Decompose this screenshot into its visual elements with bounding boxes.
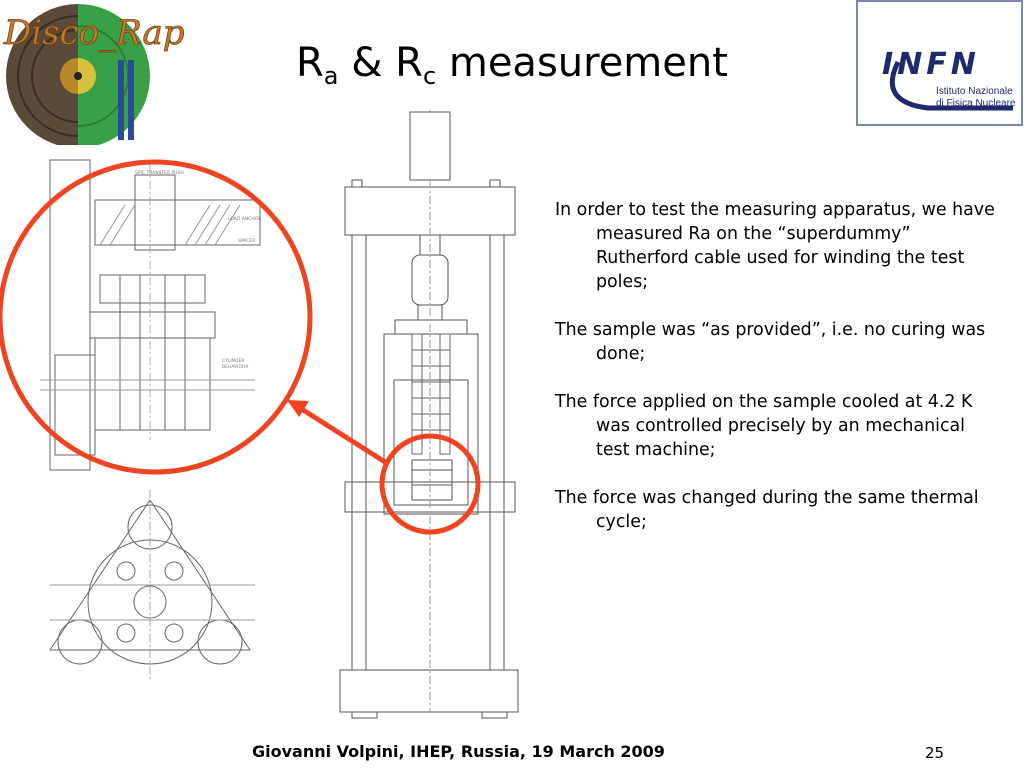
disco-rap-text: Disco_Rap [3,13,185,53]
machine-base [339,669,519,713]
label-top: SPIC TRANSFER PUSH [135,170,184,176]
footer-author: Giovanni Volpini, IHEP, Russia, 19 March… [252,742,665,761]
zoom-circle-large [0,159,313,475]
label-insert: LOAD ANCHOR [228,216,261,222]
paragraph-1: In order to test the measuring apparatus… [555,200,995,292]
right-column [489,234,505,671]
plan-view [49,490,255,680]
left-column [351,234,367,671]
infn-line1: Istituto Nazionale [936,86,1013,97]
infn-logo: INFN Istituto Nazionale di Fisica Nuclea… [856,0,1023,126]
paragraph-4: The force was changed during the same th… [555,488,979,532]
top-piston [409,111,451,181]
arrow-head [287,400,309,417]
zoom-arrow [298,405,387,465]
infn-name: INFN [882,47,980,82]
paragraph-2: The sample was “as provided”, i.e. no cu… [555,320,986,364]
infn-line2: di Fisica Nucleare [936,98,1016,109]
page-title: Ra & Rc measurement [296,40,728,90]
top-crosshead [344,186,516,236]
detail-view [40,159,261,471]
infn-arc [889,60,1013,111]
label-cyl-sub: BEHAVIOUR [222,364,248,370]
label-cylinder: CYLINDER [222,358,244,364]
zoom-circle-small [379,433,481,535]
body-text: In order to test the measuring apparatus… [555,198,995,558]
technical-drawing: SPIC TRANSFER PUSH LOAD ANCHOR SPACER CY… [0,110,519,719]
page-number: 25 [925,744,945,762]
label-pad: SPACER [238,238,255,244]
paragraph-3: The force applied on the sample cooled a… [555,392,973,460]
cryostat [383,333,479,515]
disco-rap-logo: Disco_Rap [3,4,185,145]
